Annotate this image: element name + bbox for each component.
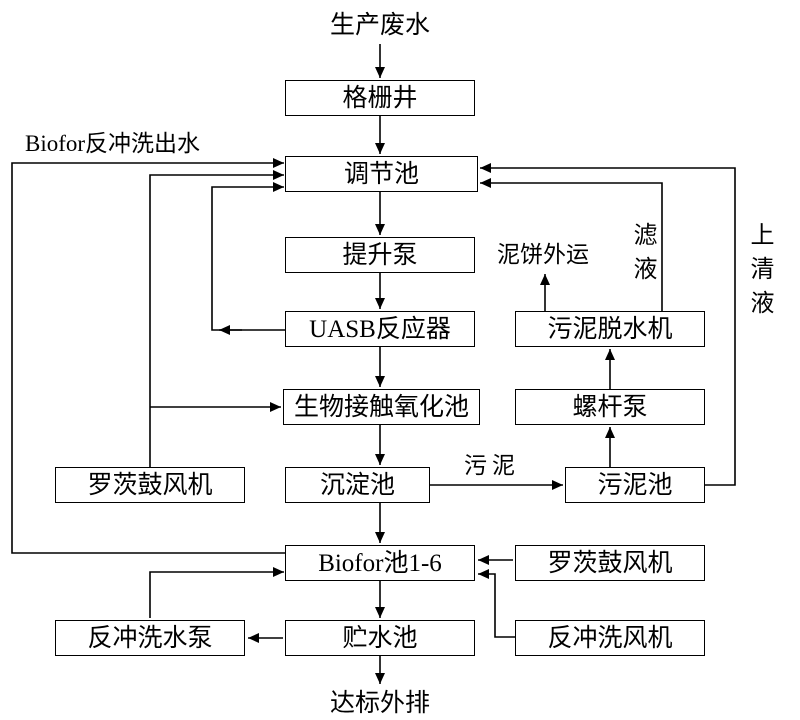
node-regulating-tank: 调节池 [285,156,478,192]
node-screw-pump: 螺杆泵 [515,389,705,425]
edge-backwashfan-to-biofor [478,569,515,638]
node-storage-tank: 贮水池 [285,620,475,656]
node-roots-blower-right: 罗茨鼓风机 [515,545,705,581]
edge-blower-left-to-regulating [149,170,284,467]
edge-supernatant-return [480,163,736,486]
edge-filtrate-return [480,178,663,311]
label-filtrate-stream: 滤液 [629,222,655,290]
node-sedimentation-tank: 沉淀池 [285,467,430,503]
edge-biofor-backwash-return [11,158,285,554]
node-sludge-tank: 污泥池 [565,467,705,503]
label-supernatant-stream: 上清液 [746,222,772,324]
node-sludge-dewatering-machine: 污泥脱水机 [515,311,705,347]
node-grid-well: 格栅井 [285,80,475,116]
label-sludge-stream: 污泥 [464,453,520,478]
label-biofor-backwash-outflow: Biofor反冲洗出水 [25,131,201,156]
label-mud-cake-outbound: 泥饼外运 [497,242,589,267]
node-lift-pump: 提升泵 [285,237,475,273]
node-bio-contact-tank: 生物接触氧化池 [283,389,480,425]
node-uasb-reactor: UASB反应器 [285,311,475,347]
effluent-label: 达标外排 [330,690,431,717]
node-biofor-tank: Biofor池1-6 [285,545,475,581]
edge-backwashpump-to-biofor [149,567,284,618]
node-backwash-fan: 反冲洗风机 [515,620,705,656]
node-roots-blower-left: 罗茨鼓风机 [55,467,245,503]
influent-label: 生产废水 [330,12,431,39]
node-backwash-water-pump: 反冲洗水泵 [55,620,245,656]
edge-uasb-return-to-regulating [211,182,285,331]
